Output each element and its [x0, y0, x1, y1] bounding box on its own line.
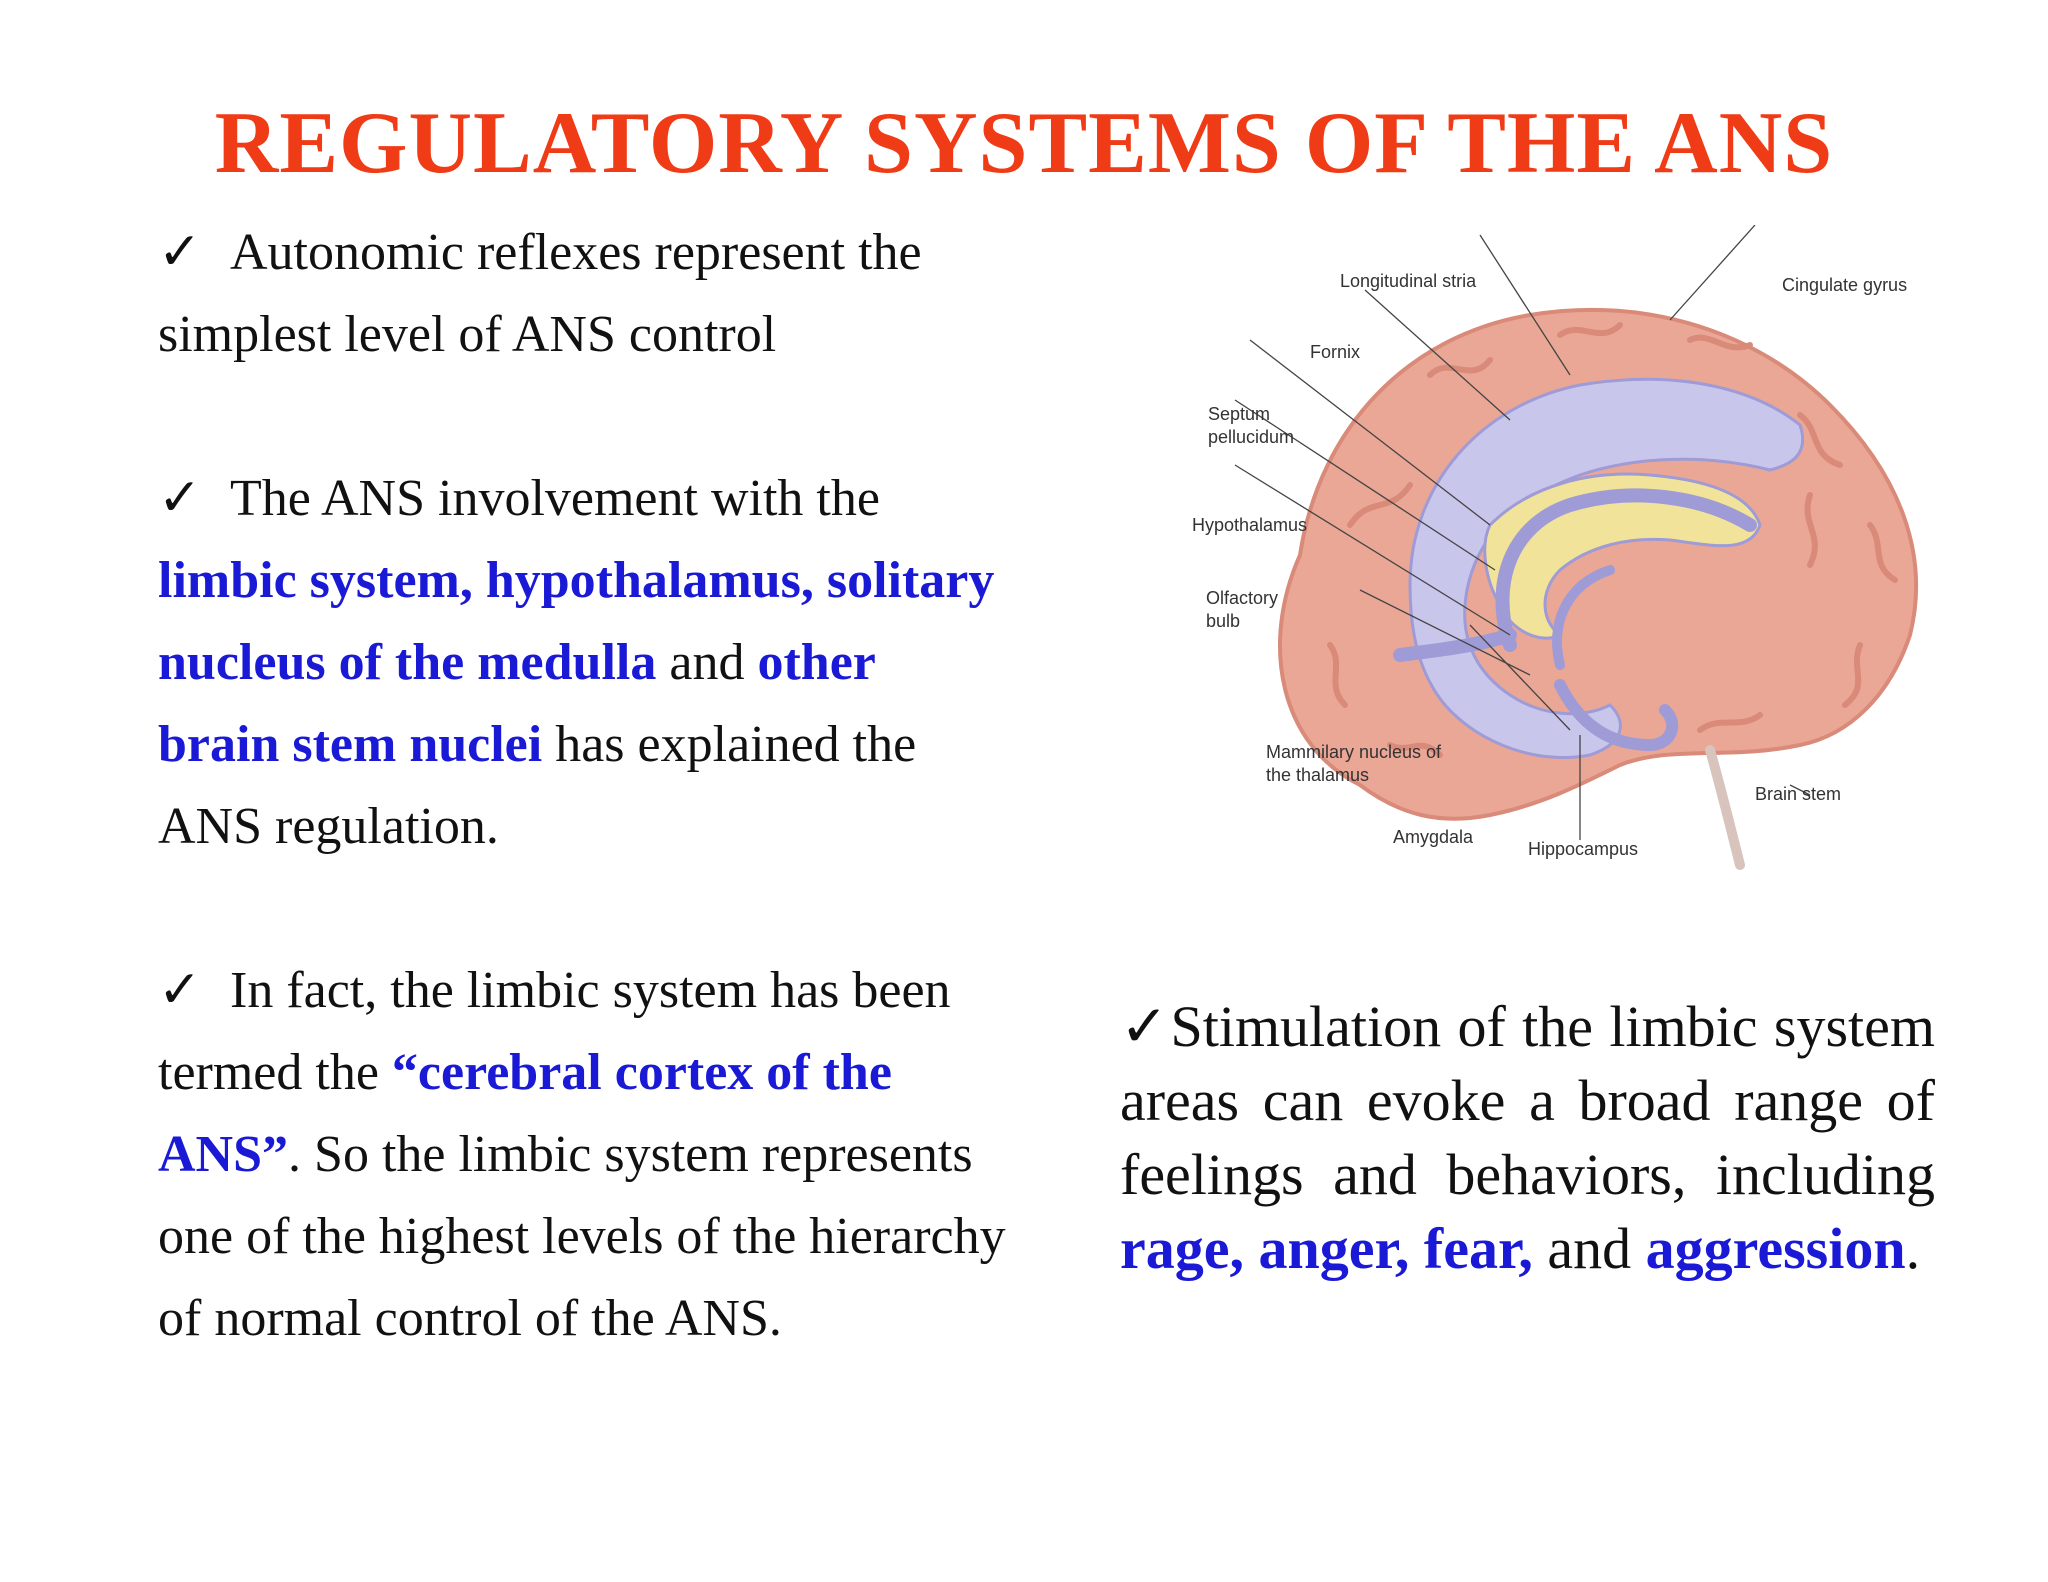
bullet3-text-1: In fact, the limbic system has been term… [158, 962, 951, 1101]
bullet4-highlight-2: aggression [1645, 1216, 1906, 1281]
checkmark-icon: ✓ [158, 962, 202, 1019]
bullet4-text-1: Stimulation of the limbic system areas c… [1120, 994, 1935, 1207]
brain-illustration: Longitudinal stria Cingulate gyrus Forni… [1192, 224, 1918, 870]
bullet4-text-2: and [1547, 1216, 1632, 1281]
bullet-stimulation: ✓Stimulation of the limbic system areas … [1120, 990, 1935, 1286]
bullet3-highlight-1: “cerebral cortex of the ANS” [158, 1044, 892, 1183]
bullet2-highlight-2: other brain stem nuclei [158, 634, 875, 773]
fornix-arc [1495, 488, 1757, 652]
hippocampus-shape [1554, 679, 1679, 752]
checkmark-icon: ✓ [1120, 994, 1171, 1059]
slide-title: REGULATORY SYSTEMS OF THE ANS [214, 95, 1834, 192]
limbic-system-diagram: Longitudinal stria Cingulate gyrus Forni… [1110, 224, 1950, 905]
label-hippocampus: Hippocampus [1528, 839, 1638, 859]
bullet2-highlight-1: limbic system, hypothalamus, solitary nu… [158, 552, 995, 691]
bullet2-text-3: has explained the ANS regulation. [158, 716, 917, 855]
label-fornix: Fornix [1310, 342, 1360, 362]
checkmark-icon: ✓ [158, 224, 202, 281]
label-brain-stem: Brain stem [1755, 784, 1841, 804]
gyri-texture [1327, 322, 1898, 758]
label-septum-1: Septum [1208, 404, 1270, 424]
label-mammilary-1: Mammilary nucleus of [1266, 742, 1442, 762]
label-longitudinal-stria: Longitudinal stria [1340, 271, 1477, 291]
label-olfactory-2: bulb [1206, 611, 1240, 631]
bullet2-text-2: and [669, 634, 745, 691]
brain-stem-shape [1705, 745, 1745, 870]
left-column: ✓Autonomic reflexes represent the simple… [158, 212, 1008, 1360]
bullet-autonomic-reflexes: ✓Autonomic reflexes represent the simple… [158, 212, 1008, 376]
bullet4-text-3: . [1905, 1216, 1921, 1281]
checkmark-icon: ✓ [158, 470, 202, 527]
bullet3-text-2: . So the limbic system represents one of… [158, 1126, 1006, 1347]
olfactory-bulb [1393, 628, 1517, 662]
bullet-ans-involvement: ✓ The ANS involvement with the limbic sys… [158, 458, 1008, 868]
bullet1-text: Autonomic reflexes represent the simples… [158, 224, 922, 363]
label-mammilary-2: the thalamus [1266, 765, 1369, 785]
label-amygdala: Amygdala [1393, 827, 1474, 847]
bullet-cerebral-cortex: ✓In fact, the limbic system has been ter… [158, 950, 1008, 1360]
label-olfactory-1: Olfactory [1206, 588, 1278, 608]
leader-lines [1234, 224, 1811, 840]
bullet4-highlight-1: rage, anger, fear, [1120, 1216, 1533, 1281]
label-cingulate-gyrus: Cingulate gyrus [1782, 275, 1907, 295]
label-septum-2: pellucidum [1208, 427, 1294, 447]
label-hypothalamus: Hypothalamus [1192, 515, 1307, 535]
bullet2-text-1: The ANS involvement with the [230, 470, 880, 527]
